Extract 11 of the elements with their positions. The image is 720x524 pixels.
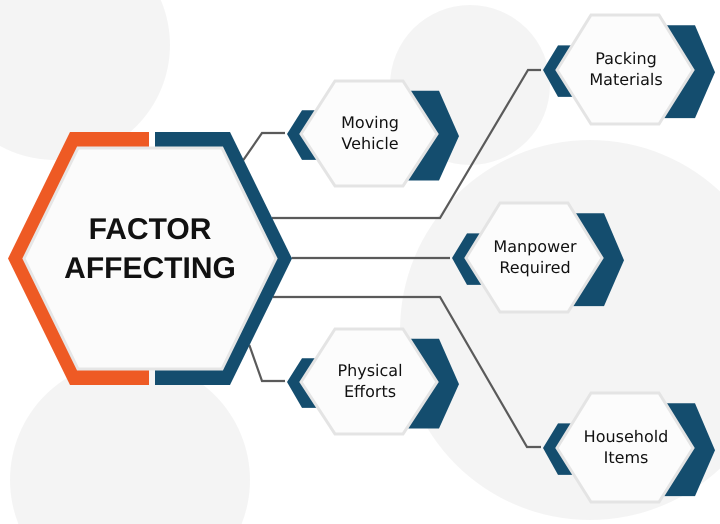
factor-label: Household Items xyxy=(582,427,670,469)
factor-label: Packing Materials xyxy=(588,49,664,91)
connector-line xyxy=(242,132,285,161)
factor-label: Moving Vehicle xyxy=(340,113,400,155)
factor-label: Manpower Required xyxy=(492,237,578,279)
connector-line xyxy=(248,344,285,382)
title-text: FACTOR AFFECTING xyxy=(63,212,237,286)
factor-label: Physical Efforts xyxy=(336,361,404,403)
connector-line xyxy=(272,68,541,220)
connector-line xyxy=(292,256,450,260)
connector-line xyxy=(272,296,541,448)
